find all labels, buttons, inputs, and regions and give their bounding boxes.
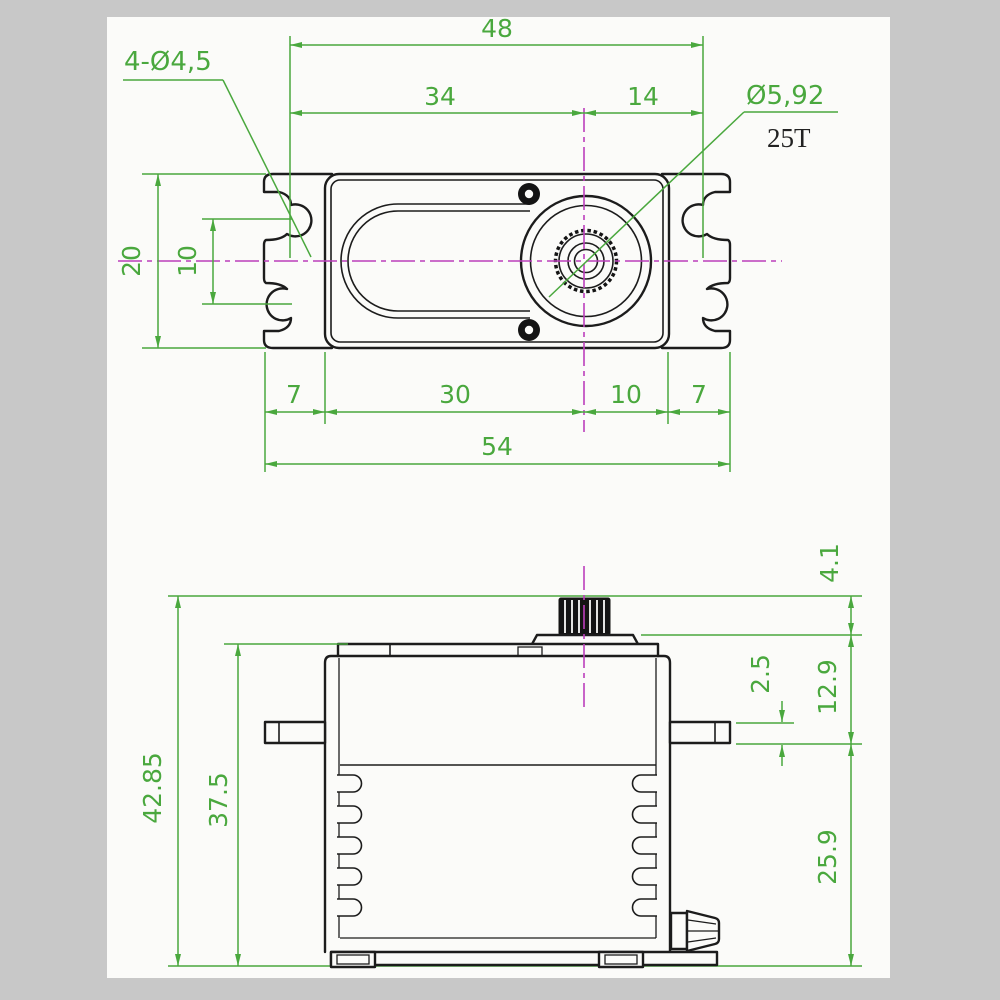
- dim-2-5: 2.5: [746, 654, 775, 694]
- dim-20: 20: [117, 245, 146, 277]
- label-mounting-holes: 4-Ø4,5: [124, 47, 212, 77]
- case-wall-right: [656, 654, 672, 954]
- dim-10-bottom: 10: [610, 380, 642, 409]
- case-recess-inner: [347, 210, 530, 312]
- leader-line-spline: [548, 111, 745, 298]
- cooling-fins-left: [337, 774, 363, 917]
- wire-connector: [669, 909, 721, 953]
- mounting-tab-left-side: [263, 720, 327, 745]
- case-screw-bottom: [518, 319, 540, 341]
- dim-30: 30: [439, 380, 471, 409]
- top-cover-plate: [336, 642, 660, 658]
- dim-48: 48: [481, 14, 513, 43]
- dim-37-5: 37.5: [204, 772, 233, 828]
- dim-42-85: 42.85: [138, 752, 167, 824]
- front-view-dimensions: 42.85 37.5 4.1 12.9 2.5 25.9: [138, 543, 862, 966]
- dim-10-side: 10: [173, 245, 202, 277]
- top-view: 48 34 14 20 10 4-Ø4,5 Ø5,92 25T: [117, 14, 838, 472]
- dim-54: 54: [481, 432, 513, 461]
- dim-25-9: 25.9: [813, 829, 842, 885]
- dim-34: 34: [424, 82, 456, 111]
- mounting-tab-right-side: [668, 720, 732, 745]
- leader-line-holes: [222, 79, 312, 258]
- dim-14: 14: [627, 82, 659, 111]
- case-recess-outer: [340, 203, 530, 319]
- drawing-sheet: [107, 17, 890, 978]
- foot-left: [329, 950, 377, 969]
- cooling-fins-right: [631, 774, 657, 917]
- dim-4-1: 4.1: [815, 543, 844, 583]
- cover-plate-step: [517, 646, 543, 657]
- label-spline-teeth: 25T: [767, 123, 811, 153]
- base-plate: [329, 950, 719, 967]
- case-screw-top: [518, 183, 540, 205]
- top-view-dimensions: 48 34 14 20 10 4-Ø4,5 Ø5,92 25T: [117, 14, 838, 472]
- front-view: 42.85 37.5 4.1 12.9 2.5 25.9: [138, 543, 862, 969]
- case-wall-left: [323, 654, 340, 954]
- dim-7-left: 7: [286, 380, 302, 409]
- label-spline-diameter: Ø5,92: [746, 81, 824, 111]
- foot-right: [597, 950, 645, 969]
- dim-7-right: 7: [691, 380, 707, 409]
- dim-12-9: 12.9: [813, 659, 842, 715]
